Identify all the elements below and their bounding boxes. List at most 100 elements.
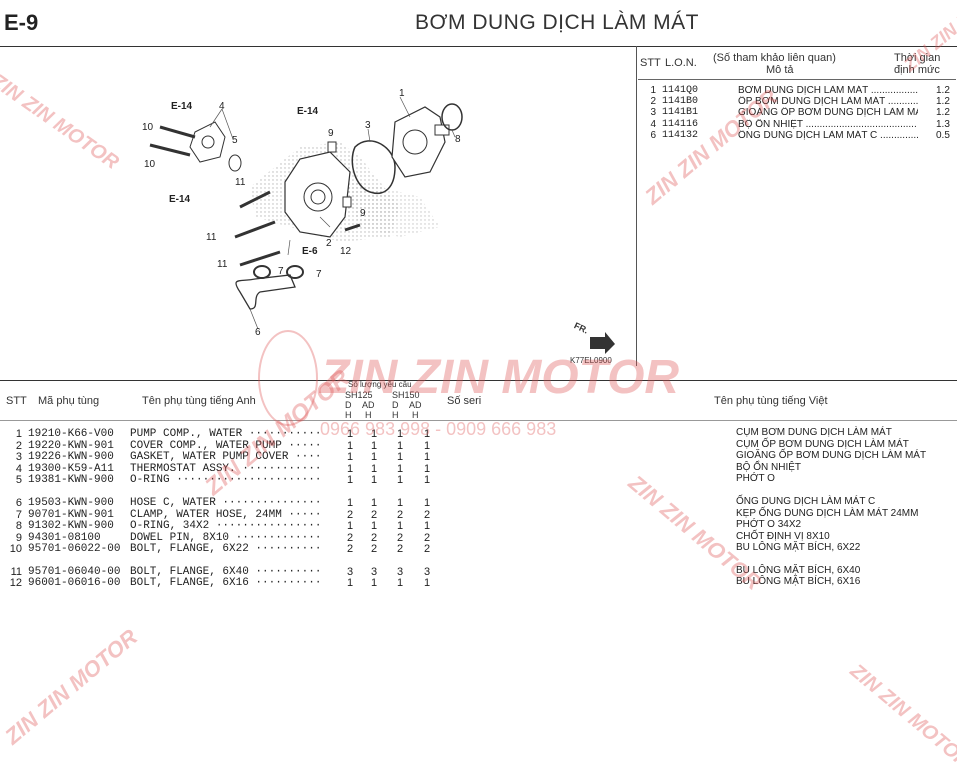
parts-header-sh150: SH150 xyxy=(392,390,420,400)
part-qty: 2 xyxy=(346,543,354,555)
part-qty: 1 xyxy=(346,428,354,440)
part-number: 19381-KWN-900 xyxy=(28,474,114,486)
parts-header-ad2: AD xyxy=(409,400,422,410)
lon-header-time-2: định mức xyxy=(894,64,940,76)
parts-header-h3: H xyxy=(392,410,399,420)
part-qty: 2 xyxy=(370,532,378,544)
part-stt: 3 xyxy=(15,451,22,463)
parts-header-name-en: Tên phụ tùng tiếng Anh xyxy=(142,395,256,407)
part-stt: 2 xyxy=(15,440,22,452)
part-name-en: BOLT, FLANGE, 6X16 xyxy=(130,577,322,589)
callout-10: 10 xyxy=(142,122,154,133)
lon-header-time-1: Thời gian xyxy=(894,52,941,64)
part-stt: 7 xyxy=(15,509,22,521)
hose-clamp xyxy=(253,265,271,279)
part-number: 94301-08100 xyxy=(28,532,101,544)
part-name-vn: BU LÔNG MẶT BÍCH, 6X16 xyxy=(736,576,861,587)
callout-2: 2 xyxy=(326,238,332,249)
parts-header-qty: Số lượng yêu cầu xyxy=(348,380,412,389)
callout-11: 11 xyxy=(235,177,246,188)
part-qty: 1 xyxy=(396,451,404,463)
callout-10b: 10 xyxy=(144,159,156,170)
part-qty: 1 xyxy=(396,463,404,475)
part-qty: 2 xyxy=(396,543,404,555)
parts-header-sh125: SH125 xyxy=(345,390,373,400)
callout-9: 9 xyxy=(328,128,334,139)
hose-clamp xyxy=(286,265,304,279)
part-number: 95701-06022-00 xyxy=(28,543,121,555)
part-qty: 1 xyxy=(346,520,354,532)
part-number: 91302-KWN-900 xyxy=(28,520,114,532)
part-qty: 1 xyxy=(423,577,431,589)
callout-3: 3 xyxy=(365,120,371,131)
part-number: 95701-06040-00 xyxy=(28,566,121,578)
part-name-vn: GIOĂNG ỐP BƠM DUNG DỊCH LÀM MÁT xyxy=(736,450,927,461)
engine-case-shading xyxy=(340,177,440,237)
part-name-vn: BỘ ỔN NHIỆT xyxy=(736,462,802,473)
lon-divider xyxy=(636,46,637,366)
part-stt: 1 xyxy=(15,428,22,440)
bolt xyxy=(239,190,271,209)
part-name-en: CLAMP, WATER HOSE, 24MM xyxy=(130,509,322,521)
part-qty: 2 xyxy=(346,509,354,521)
part-name-vn: PHỚT O xyxy=(736,473,775,484)
part-qty: 1 xyxy=(396,497,404,509)
bolt xyxy=(159,125,196,139)
callout-5: 5 xyxy=(232,135,238,146)
parts-header-divider xyxy=(0,420,957,421)
part-qty: 1 xyxy=(370,451,378,463)
part-name-en: DOWEL PIN, 8X10 xyxy=(130,532,322,544)
part-stt: 11 xyxy=(10,566,22,578)
parts-header-part-no: Mã phụ tùng xyxy=(38,395,100,407)
part-qty: 3 xyxy=(423,566,431,578)
part-qty: 3 xyxy=(396,566,404,578)
water-hose xyxy=(235,274,296,310)
part-number: 90701-KWN-901 xyxy=(28,509,114,521)
part-qty: 1 xyxy=(396,520,404,532)
part-name-vn: KẸP ỐNG DUNG DỊCH LÀM MÁT 24MM xyxy=(736,508,919,519)
part-name-vn: CỤM BƠM DUNG DỊCH LÀM MÁT xyxy=(736,427,892,438)
part-qty: 3 xyxy=(346,566,354,578)
watermark-brand-small: ZIN ZIN MOTOR xyxy=(845,660,957,771)
o-ring-34x2 xyxy=(441,103,463,131)
part-qty: 1 xyxy=(423,474,431,486)
part-name-vn: PHỚT O 34X2 xyxy=(736,519,802,530)
part-name-en: COVER COMP., WATER PUMP xyxy=(130,440,322,452)
part-qty: 1 xyxy=(346,440,354,452)
part-qty: 3 xyxy=(370,566,378,578)
part-qty: 1 xyxy=(370,497,378,509)
part-qty: 2 xyxy=(396,532,404,544)
dowel-pin xyxy=(342,196,352,208)
parts-header-ad1: AD xyxy=(362,400,375,410)
leader-lines xyxy=(209,96,456,330)
part-stt: 6 xyxy=(15,497,22,509)
part-name-en: HOSE C, WATER xyxy=(130,497,322,509)
o-ring xyxy=(228,154,242,172)
part-qty: 1 xyxy=(396,577,404,589)
watermark-brand-small: ZIN ZIN MOTOR xyxy=(0,624,143,750)
part-name-en: BOLT, FLANGE, 6X40 xyxy=(130,566,322,578)
parts-header-name-vn: Tên phụ tùng tiếng Việt xyxy=(714,395,828,407)
part-qty: 2 xyxy=(423,532,431,544)
exploded-diagram xyxy=(149,96,615,354)
part-qty: 1 xyxy=(423,497,431,509)
part-stt: 5 xyxy=(15,474,22,486)
ref-e14-a: E-14 xyxy=(171,101,193,112)
part-number: 19226-KWN-900 xyxy=(28,451,114,463)
part-qty: 2 xyxy=(346,532,354,544)
parts-header-h1: H xyxy=(345,410,352,420)
parts-header-h2: H xyxy=(365,410,372,420)
callout-4: 4 xyxy=(219,101,225,112)
part-number: 96001-06016-00 xyxy=(28,577,121,589)
ref-e6: E-6 xyxy=(302,246,318,257)
part-name-en: O-RING xyxy=(130,474,322,486)
part-qty: 1 xyxy=(346,497,354,509)
part-qty: 1 xyxy=(423,440,431,452)
part-name-en: PUMP COMP., WATER xyxy=(130,428,322,440)
part-stt: 9 xyxy=(15,532,22,544)
part-name-vn: BU LÔNG MẶT BÍCH, 6X22 xyxy=(736,542,861,553)
part-qty: 1 xyxy=(423,463,431,475)
callout-7b: 7 xyxy=(316,269,322,280)
part-qty: 1 xyxy=(370,577,378,589)
part-qty: 1 xyxy=(370,474,378,486)
